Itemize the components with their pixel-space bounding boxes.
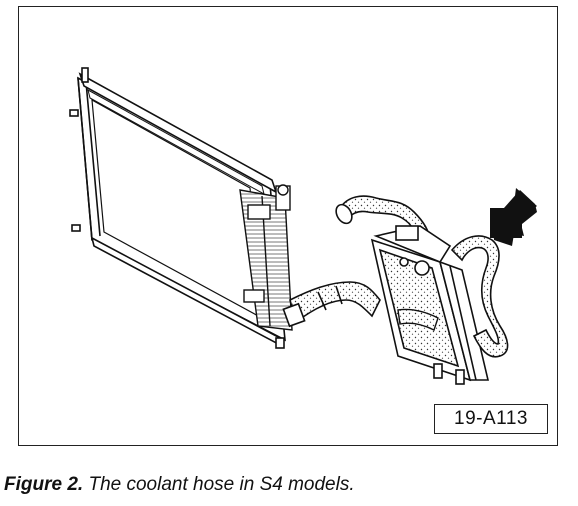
radiator-side-tank: [239, 184, 293, 331]
radiator: [69, 67, 286, 349]
upper-coolant-hose: [335, 195, 430, 248]
pointer-arrow: [470, 188, 537, 246]
auxiliary-cooler: [370, 225, 490, 385]
lower-coolant-hose: [282, 281, 381, 328]
caption-text: The coolant hose in S4 models.: [83, 474, 355, 495]
part-number-label: 19-A113: [434, 404, 548, 434]
connector-hose: [397, 308, 439, 331]
figure-number: Figure 2.: [4, 474, 84, 495]
figure-caption: Figure 2. The coolant hose in S4 models.: [4, 474, 355, 496]
return-coolant-hose: [450, 235, 509, 358]
